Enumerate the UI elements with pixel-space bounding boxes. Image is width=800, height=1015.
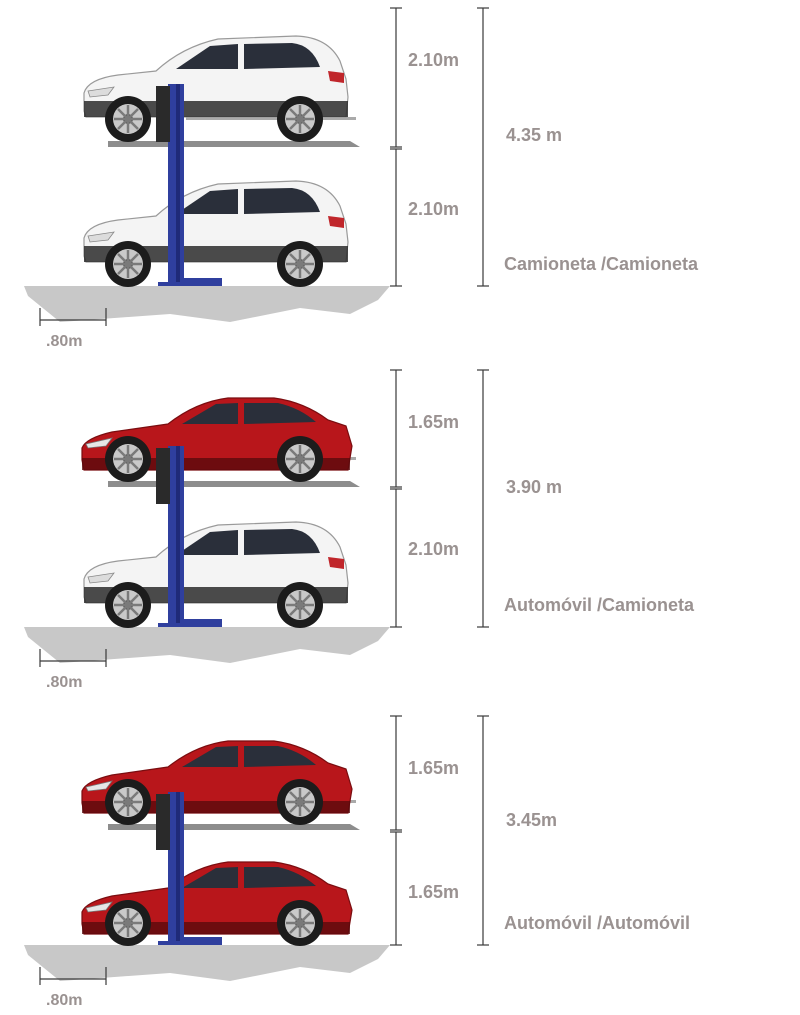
total-height-label: 4.35 m: [506, 125, 562, 145]
total-height-label: 3.90 m: [506, 477, 562, 497]
lower-vehicle-suv-rear-wheel: [275, 239, 325, 289]
lower-height-label: 2.10m: [408, 539, 459, 559]
upper-vehicle-sedan-rear-wheel: [275, 434, 325, 484]
lift-post-base: [158, 619, 222, 627]
upper-vehicle-sedan: [81, 740, 353, 827]
lift-post-shade: [176, 446, 180, 627]
lift-panel-1: 2.10m 2.10m 4.35 m Camioneta /Camioneta .80m: [24, 7, 699, 350]
lower-vehicle-suv: [83, 180, 349, 289]
lift-motor: [156, 448, 170, 504]
upper-vehicle-suv-rear-wheel: [275, 94, 325, 144]
ground-slab: [24, 286, 390, 322]
upper-platform: [108, 141, 360, 147]
pit-depth-label: .80m: [46, 333, 82, 350]
total-height-label: 3.45m: [506, 810, 557, 830]
upper-vehicle-sedan-front-wheel: [103, 777, 153, 827]
lift-panel-2: 1.65m 2.10m 3.90 m Automóvil /Camioneta .80m: [24, 369, 695, 691]
pit-depth-label: .80m: [46, 992, 82, 1009]
lift-post-shade: [176, 84, 180, 286]
vehicle-combo-label: Camioneta /Camioneta: [504, 254, 699, 274]
lower-vehicle-suv-rear-wheel: [275, 580, 325, 630]
upper-vehicle-sedan-rear-wheel: [275, 777, 325, 827]
upper-height-label: 1.65m: [408, 412, 459, 432]
lower-vehicle-suv-front-wheel: [103, 239, 153, 289]
upper-vehicle-suv: [83, 35, 349, 144]
vehicle-combo-label: Automóvil /Camioneta: [504, 595, 695, 615]
lower-vehicle-suv-front-wheel: [103, 580, 153, 630]
lower-vehicle-sedan-rear-wheel: [275, 898, 325, 948]
upper-height-label: 1.65m: [408, 758, 459, 778]
upper-height-label: 2.10m: [408, 50, 459, 70]
lift-motor: [156, 794, 170, 850]
lift-post-base: [158, 278, 222, 286]
lift-motor: [156, 86, 170, 142]
vehicle-combo-label: Automóvil /Automóvil: [504, 913, 690, 933]
lower-height-label: 1.65m: [408, 882, 459, 902]
upper-vehicle-sedan-front-wheel: [103, 434, 153, 484]
upper-vehicle-sedan: [81, 397, 353, 484]
lower-height-label: 2.10m: [408, 199, 459, 219]
ground-slab: [24, 627, 390, 663]
upper-platform: [108, 481, 360, 487]
lift-post-base: [158, 937, 222, 945]
lift-post-shade: [176, 792, 180, 945]
upper-platform: [108, 824, 360, 830]
platform-rail: [186, 117, 356, 120]
lower-vehicle-suv: [83, 521, 349, 630]
ground-slab: [24, 945, 390, 981]
lower-vehicle-sedan-front-wheel: [103, 898, 153, 948]
pit-depth-label: .80m: [46, 674, 82, 691]
lower-vehicle-sedan: [81, 861, 353, 948]
upper-vehicle-suv-front-wheel: [103, 94, 153, 144]
